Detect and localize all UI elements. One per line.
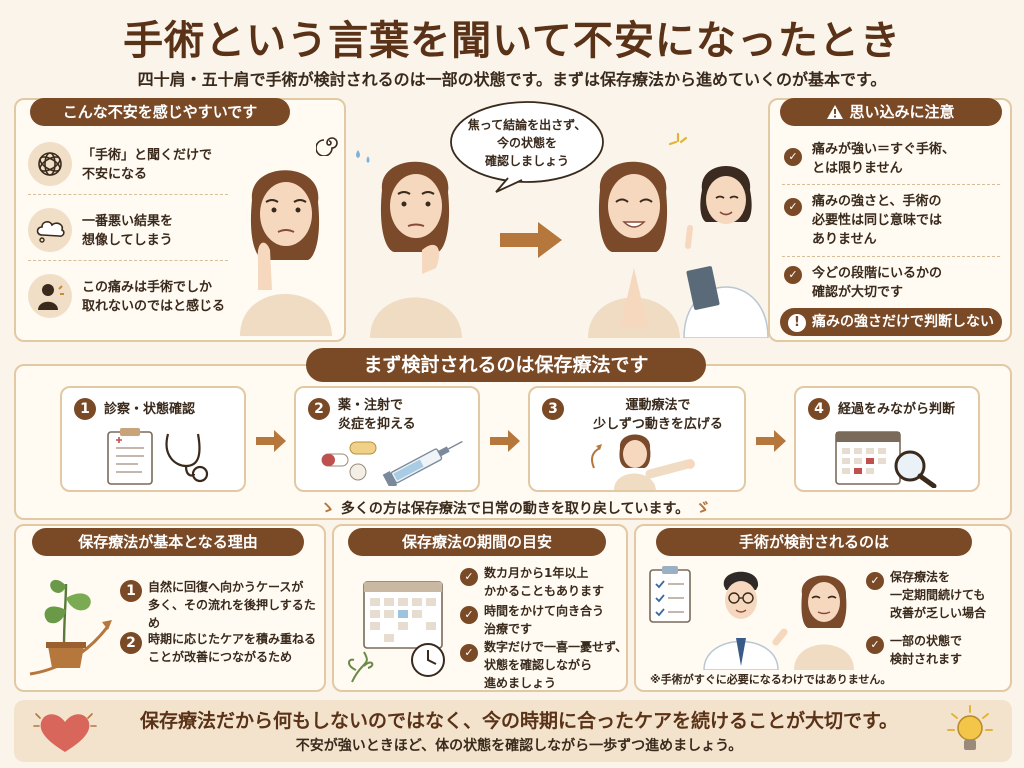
- reason-text: 時期に応じたケアを積み重ねる ことが改善につながるため: [148, 632, 317, 664]
- sparkle-icon: [666, 132, 690, 160]
- conservative-note: 多くの方は保存療法で日常の動きを取り戻しています。: [340, 501, 690, 517]
- anxiety-header: こんな不安を感じやすいです: [30, 98, 290, 126]
- anxiety-item-2: 一番悪い結果を 想像してしまう: [82, 214, 174, 248]
- transition-arrow: [500, 222, 562, 258]
- doctor-illustration: [698, 566, 788, 674]
- surgery-note: ※手術がすぐに必要になるわけではありません。: [650, 673, 892, 686]
- surgery-card: 手術が検討されるのは ✓ 保存療法を 一定期間続けても 改善が乏しい場合 ✓ 一…: [634, 524, 1012, 692]
- reasons-header: 保存療法が基本となる理由: [32, 528, 304, 556]
- nurse-illustration: [680, 150, 772, 339]
- conservative-note-row: ゝ 多くの方は保存療法で日常の動きを取り戻しています。 ゞ: [16, 494, 1014, 519]
- surgery-item-2: 一部の状態で 検討されます: [890, 634, 963, 666]
- reasons-card: 保存療法が基本となる理由 1 自然に回復へ向かうケースが 多く、その流れを後押し…: [14, 524, 326, 692]
- caution-footer: 痛みの強さだけで判断しない: [812, 314, 994, 330]
- warning-icon: [827, 98, 844, 126]
- thought-cloud-icon: [28, 208, 72, 252]
- step-label: 診察・状態確認: [104, 402, 196, 417]
- conservative-card: まず検討されるのは保存療法です 1 診察・状態確認 2 薬・注射で 炎症を抑える…: [14, 348, 1014, 520]
- check-icon: ✓: [460, 568, 478, 586]
- advice-speech-bubble: 焦って結論を出さず、 今の状態を 確認しましょう: [448, 100, 606, 194]
- check-icon: ✓: [784, 198, 802, 216]
- reason-number: 2: [120, 632, 142, 654]
- caution-card: 思い込みに注意 ✓ 痛みが強い＝すぐ手術、 とは限りません ✓ 痛みの強さと、手…: [768, 98, 1012, 342]
- anxiety-card: こんな不安を感じやすいです 「手術」と聞くだけで 不安になる 一番悪い結果を 想…: [14, 98, 346, 342]
- caution-item-3: 今どの段階にいるかの 確認が大切です: [812, 266, 943, 300]
- check-icon: ✓: [866, 636, 884, 654]
- accent-mark-icon: ゝ: [319, 498, 341, 517]
- calendar-magnifier-icon: [832, 426, 942, 492]
- sweat-drops-icon: [352, 146, 374, 172]
- person-pain-icon: [28, 274, 72, 318]
- checklist-icon: [648, 566, 696, 630]
- anxiety-item-3: この痛みは手術でしか 取れないのではと感じる: [82, 280, 226, 314]
- check-icon: ✓: [784, 148, 802, 166]
- relieved-woman-illustration: [578, 138, 690, 338]
- footer-sub: 不安が強いときほど、体の状態を確認しながら一歩ずつ進めましょう。: [295, 738, 743, 754]
- caution-header-pill: 思い込みに注意: [780, 98, 1002, 126]
- worried-woman-center-illustration: [360, 138, 472, 338]
- caution-item-1: 痛みが強い＝すぐ手術、 とは限りません: [812, 142, 956, 176]
- pills-syringe-icon: [320, 436, 470, 490]
- surgery-item-1: 保存療法を 一定期間続けても 改善が乏しい場合: [890, 570, 987, 620]
- divider: [28, 260, 228, 261]
- step-arrow: [256, 430, 286, 456]
- check-icon: ✓: [460, 606, 478, 624]
- check-icon: ✓: [866, 572, 884, 590]
- accent-mark-icon: ゞ: [689, 498, 711, 517]
- caution-item-2: 痛みの強さと、手術の 必要性は同じ意味では ありません: [812, 194, 943, 247]
- step-number: 2: [308, 398, 330, 420]
- lightbulb-icon: [944, 704, 996, 762]
- period-header: 保存療法の期間の目安: [348, 528, 606, 556]
- surgery-header: 手術が検討されるのは: [656, 528, 972, 556]
- period-item-3: 数字だけで一喜一憂せず、 状態を確認しながら 進めましょう: [484, 640, 628, 690]
- step-label: 薬・注射で 炎症を抑える: [338, 398, 416, 432]
- period-card: 保存療法の期間の目安 ✓ 数カ月から1年以上 かかることもあります ✓ 時間をか…: [332, 524, 628, 692]
- growing-plant-illustration: [26, 570, 116, 684]
- conservative-header: まず検討されるのは保存療法です: [306, 348, 706, 382]
- tangle-icon: [28, 142, 72, 186]
- page-title: 手術という言葉を聞いて不安になったとき: [123, 18, 901, 64]
- reason-number: 1: [120, 580, 142, 602]
- step-number: 4: [808, 398, 830, 420]
- step-arrow: [490, 430, 520, 456]
- swirl-icon: [315, 130, 342, 160]
- speech-text: 焦って結論を出さず、 今の状態を 確認しましょう: [467, 118, 587, 168]
- check-icon: ✓: [784, 266, 802, 284]
- step-arrow: [756, 430, 786, 456]
- patient-woman-illustration: [792, 566, 856, 674]
- check-icon: ✓: [460, 644, 478, 662]
- stretching-woman-illustration: [584, 434, 704, 494]
- anxiety-item-1: 「手術」と聞くだけで 不安になる: [82, 148, 213, 182]
- step-number: 1: [74, 398, 96, 420]
- caution-header: 思い込みに注意: [849, 103, 955, 121]
- heart-icon: [32, 706, 98, 760]
- calendar-clock-illustration: [342, 570, 456, 694]
- exclamation-icon: !: [788, 314, 806, 332]
- period-item-1: 数カ月から1年以上 かかることもあります: [484, 566, 605, 598]
- clipboard-stethoscope-icon: [102, 426, 212, 490]
- step-number: 3: [542, 398, 564, 420]
- period-item-2: 時間をかけて向き合う 治療です: [484, 604, 605, 636]
- step-label: 運動療法で 少しずつ動きを広げる: [593, 398, 723, 432]
- page-subtitle: 四十肩・五十肩で手術が検討されるのは一部の状態です。まずは保存療法から進めていく…: [137, 70, 887, 89]
- step-card-4: 4 経過をみながら判断: [794, 386, 980, 492]
- divider: [28, 194, 228, 195]
- step-card-2: 2 薬・注射で 炎症を抑える: [294, 386, 480, 492]
- footer-main: 保存療法だから何もしないのではなく、今の時期に合ったケアを続けることが大切です。: [139, 710, 899, 732]
- step-card-3: 3 運動療法で 少しずつ動きを広げる: [528, 386, 746, 492]
- step-label: 経過をみながら判断: [838, 402, 956, 417]
- worried-woman-illustration: [230, 140, 342, 336]
- step-card-1: 1 診察・状態確認: [60, 386, 246, 492]
- footer-banner: 保存療法だから何もしないのではなく、今の時期に合ったケアを続けることが大切です。…: [14, 700, 1012, 762]
- caution-footer-pill: ! 痛みの強さだけで判断しない: [780, 308, 1002, 336]
- reason-text: 自然に回復へ向かうケースが 多く、その流れを後押しするため: [148, 580, 316, 630]
- divider: [782, 256, 1000, 257]
- divider: [782, 184, 1000, 185]
